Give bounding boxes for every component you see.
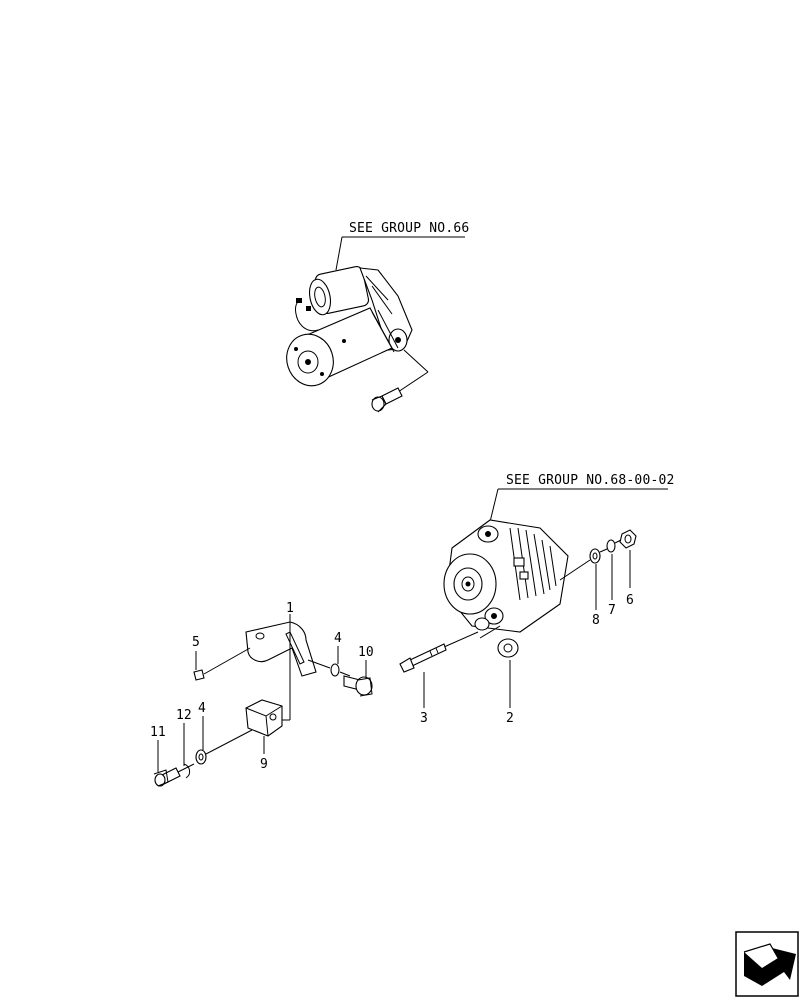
callout-1[interactable]: 1: [286, 601, 294, 616]
block-part-9: [245, 699, 283, 737]
lock-washer-part-7: [606, 539, 616, 553]
alternator-fasteners: [399, 529, 637, 673]
callout-12[interactable]: 12: [176, 708, 192, 723]
callout-9[interactable]: 9: [260, 757, 268, 772]
washer-part-4-lower: [195, 749, 207, 765]
alternator-reference-label[interactable]: SEE GROUP NO.68-00-02: [506, 473, 675, 488]
nut-part-6: [619, 529, 637, 549]
callout-4-upper[interactable]: 4: [334, 631, 342, 646]
callout-numbers: 1 2 3 4 4 5 6 7 8 9 10 11 12: [150, 593, 634, 772]
next-page-arrow-icon[interactable]: [735, 931, 799, 997]
starter-motor: SEE GROUP NO.66: [286, 221, 469, 413]
callout-3[interactable]: 3: [420, 711, 428, 726]
callout-2[interactable]: 2: [506, 711, 514, 726]
callout-11[interactable]: 11: [150, 725, 166, 740]
long-bolt-part-3: [399, 631, 479, 673]
callout-10[interactable]: 10: [358, 645, 374, 660]
callout-6[interactable]: 6: [626, 593, 634, 608]
bolt-part-10: [343, 675, 373, 697]
callout-8[interactable]: 8: [592, 613, 600, 628]
starter-reference-label[interactable]: SEE GROUP NO.66: [349, 221, 469, 236]
adjusting-bracket: [153, 621, 373, 787]
bolt-part-5: [193, 669, 205, 681]
callout-4-lower[interactable]: 4: [198, 701, 206, 716]
callout-leaders: [157, 550, 631, 772]
lock-washer-part-12: [183, 763, 191, 779]
callout-7[interactable]: 7: [608, 603, 616, 618]
bracket-part-1: [245, 621, 317, 677]
callout-5[interactable]: 5: [192, 635, 200, 650]
washer-part-4-upper: [330, 663, 340, 677]
alternator: SEE GROUP NO.68-00-02: [443, 473, 675, 639]
washer-part-8: [589, 548, 601, 564]
spacer-part-2: [497, 638, 519, 658]
bolt-part-11: [153, 767, 181, 787]
